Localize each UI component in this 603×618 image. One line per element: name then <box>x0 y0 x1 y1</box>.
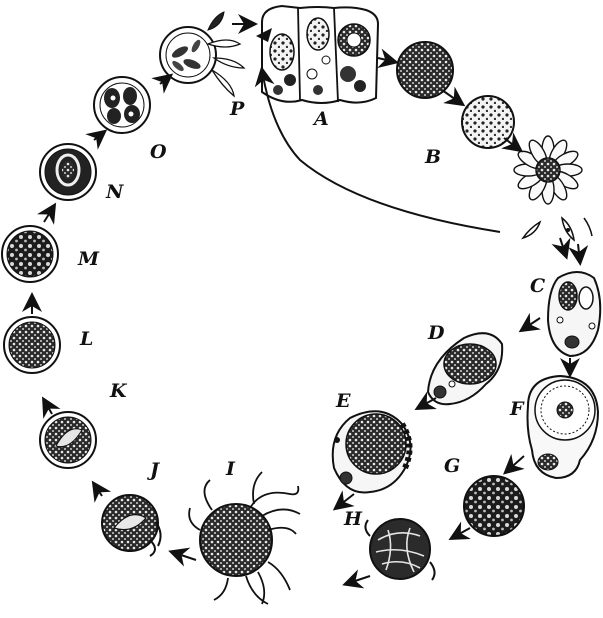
stage-h-cyst <box>365 519 434 580</box>
label-j: J <box>147 459 161 481</box>
stage-e-cell <box>333 411 411 492</box>
stage-a-epithelium <box>256 6 378 103</box>
label-k: K <box>109 380 128 402</box>
label-e: E <box>335 390 351 412</box>
label-m: M <box>77 248 100 270</box>
label-b: B <box>424 146 441 168</box>
stage-b-schizonts <box>397 42 592 240</box>
stage-c-infected-cell <box>548 272 600 356</box>
stage-g-body <box>464 476 524 536</box>
label-d: D <box>427 322 445 344</box>
label-f: F <box>509 398 525 420</box>
stage-l-oocyst <box>4 317 60 373</box>
stage-f-infected-cell <box>528 376 599 478</box>
stage-k-oocyst <box>40 412 96 468</box>
stage-n-oocyst <box>40 144 96 200</box>
label-a: A <box>312 108 329 130</box>
stage-o-sporocysts <box>94 77 150 133</box>
stage-p-excystation <box>160 12 244 96</box>
stage-i-fertilization <box>189 472 300 604</box>
label-g: G <box>444 455 460 477</box>
stage-m-oocyst <box>2 226 58 282</box>
stage-j-zygote <box>102 495 161 556</box>
label-p: P <box>229 98 245 120</box>
stage-labels: A B C D E F G H I J K L M N O P <box>77 98 545 530</box>
label-l: L <box>79 328 93 350</box>
label-c: C <box>530 275 545 297</box>
label-i: I <box>225 458 236 480</box>
label-n: N <box>105 181 124 203</box>
label-h: H <box>343 508 363 530</box>
label-o: O <box>150 141 167 163</box>
